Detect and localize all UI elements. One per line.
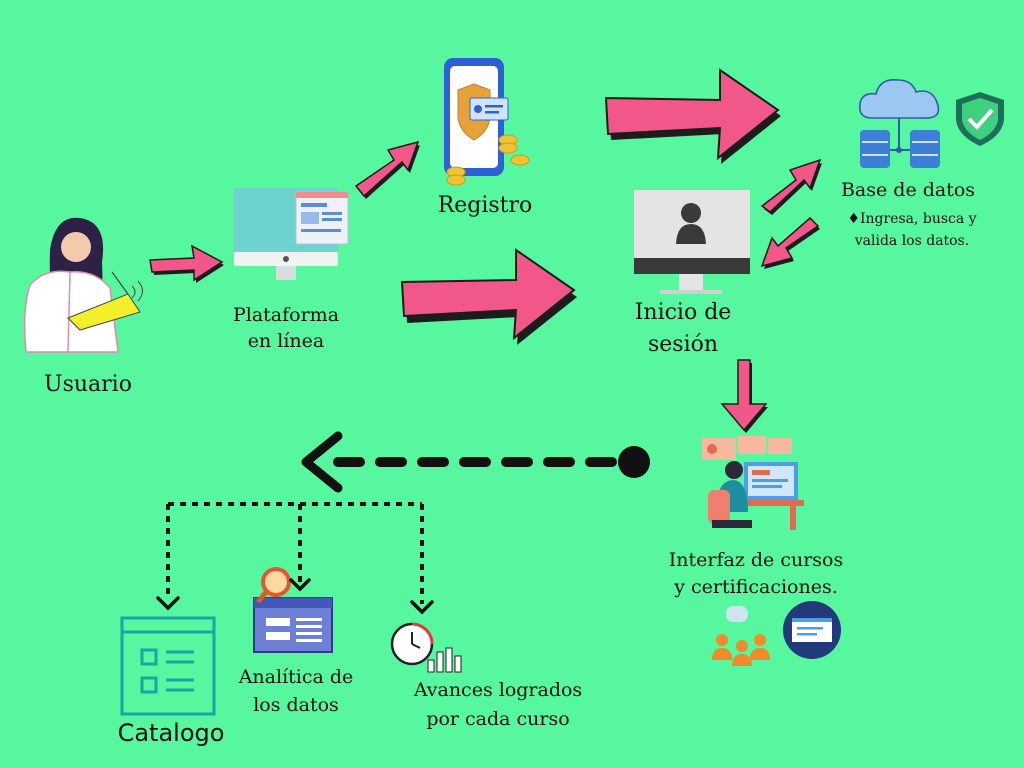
analytics-icon [253,567,333,653]
person-desk-icon [702,436,804,530]
arrow-plataforma-to-registro [354,140,420,199]
label-interfaz: Interfaz de cursos y certificaciones. [668,549,844,598]
user-monitor-icon [634,190,750,294]
label-inicio-sesion: Inicio de sesión [634,300,732,357]
label-base-datos: Base de datos [840,179,976,201]
arrow-inicio-to-database [760,158,822,215]
dashed-connector [301,431,650,493]
label-base-datos-note: ♦Ingresa, busca y valida los datos. [847,211,977,250]
shield-check-icon [956,92,1004,146]
label-usuario: Usuario [44,372,132,397]
arrow-plataforma-to-inicio [400,248,577,345]
cloud-database-icon [858,78,940,168]
stopwatch-chart-icon [390,622,462,673]
dotted-branch-heads [156,578,434,615]
people-group-icon [712,606,770,666]
label-analitica: Analítica de los datos [238,666,354,716]
arrow-registro-to-database [604,68,781,164]
arrow-usuario-to-plataforma [149,244,224,283]
arrow-database-to-inicio [760,216,820,269]
label-plataforma: Plataforma en línea [232,304,340,352]
monitor-icon [234,188,349,280]
woman-laptop-icon [23,217,143,353]
arrow-inicio-to-interfaz [720,359,768,433]
phone-shield-icon [444,58,530,186]
catalog-icon [120,616,216,716]
label-registro: Registro [437,193,533,218]
label-avances: Avances logrados por cada curso [413,679,583,730]
certificate-icon [783,601,841,659]
label-catalogo: Catalogo [117,719,225,747]
dotted-branches [166,502,424,604]
